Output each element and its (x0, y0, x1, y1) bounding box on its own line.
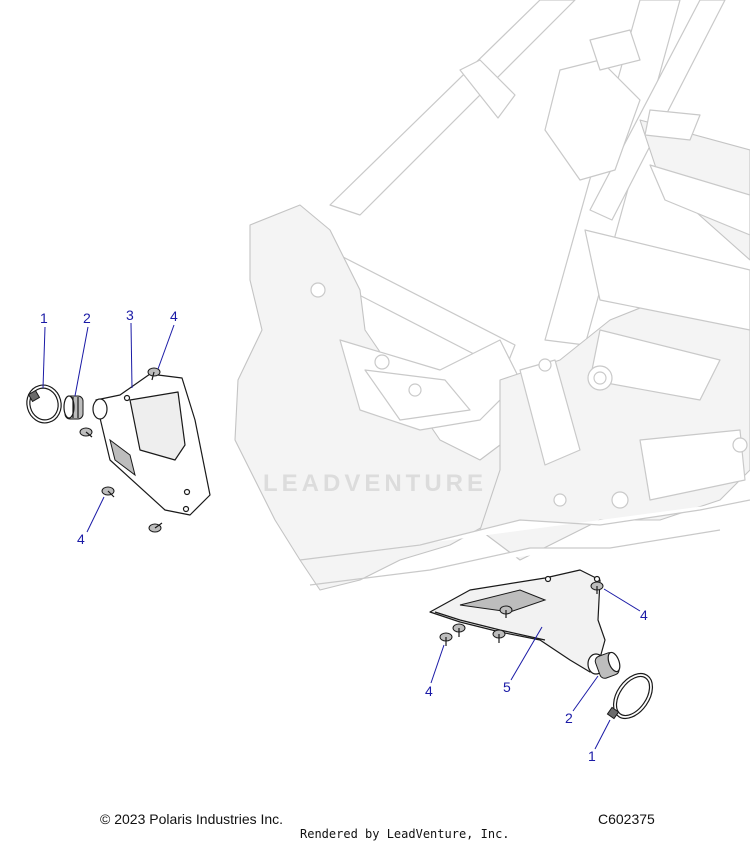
left-grommet[interactable] (63, 395, 84, 420)
right-clamp[interactable] (606, 666, 661, 725)
left-screw-extra-2[interactable] (148, 522, 163, 533)
right-screw-extra-2[interactable] (492, 629, 506, 643)
right-grommet[interactable] (594, 651, 622, 680)
left-screw-top[interactable] (147, 367, 161, 381)
right-screw-bottom[interactable] (439, 632, 453, 646)
callout-2-left: 2 (83, 310, 91, 326)
watermark: LEADVENTURE (263, 470, 487, 497)
leader-lines (42, 322, 641, 750)
rendered-by-notice: Rendered by LeadVenture, Inc. (300, 827, 510, 841)
callout-2-right: 2 (565, 710, 573, 726)
callout-1-left: 1 (40, 310, 48, 326)
callout-4-right-bottom: 4 (425, 683, 433, 699)
right-screw-top[interactable] (590, 581, 604, 594)
left-screw-extra-1[interactable] (79, 427, 93, 438)
callout-labels: 1 2 3 4 4 4 4 5 2 1 (40, 307, 648, 764)
copyright-notice: © 2023 Polaris Industries Inc. (100, 811, 284, 827)
left-clamp[interactable] (23, 381, 66, 427)
right-screw-extra-1[interactable] (452, 623, 466, 637)
callout-4-right-top: 4 (640, 607, 648, 623)
right-duct-assembly (429, 569, 661, 725)
left-duct-assembly (23, 367, 211, 533)
vehicle-frame (234, 0, 750, 591)
diagram-id: C602375 (598, 811, 655, 827)
left-screw-bottom[interactable] (101, 486, 115, 498)
callout-1-right: 1 (588, 748, 596, 764)
right-screw-extra-3[interactable] (499, 605, 513, 618)
callout-4-left-bottom: 4 (77, 531, 85, 547)
left-duct[interactable] (92, 373, 211, 516)
callout-5-right: 5 (503, 679, 511, 695)
callout-4-left-top: 4 (170, 308, 178, 324)
right-duct[interactable] (429, 569, 606, 675)
callout-3-left: 3 (126, 307, 134, 323)
